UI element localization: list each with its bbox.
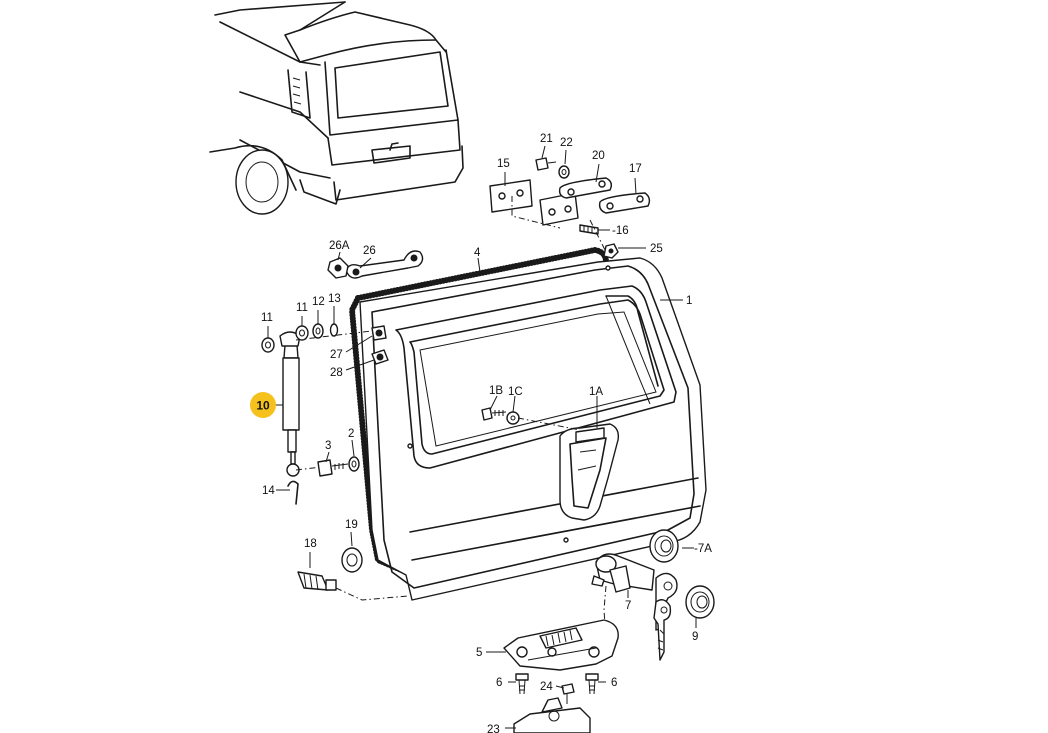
label-6a: 6 [496, 677, 502, 689]
highlight-circle [250, 392, 276, 418]
label-28: 28 [330, 367, 343, 379]
part-labels: 1 1A 1B 1C 2 13 4 5 6 6 7 -7A 9 11 11 12… [261, 133, 712, 733]
label-27: 27 [330, 349, 343, 361]
washer-2 [348, 456, 360, 472]
label-1A: 1A [589, 386, 603, 398]
bolt-washer-1B-1C [481, 407, 581, 431]
label-7: 7 [625, 600, 631, 612]
label-6b: 6 [611, 677, 617, 689]
hinge-assembly [489, 157, 651, 251]
label-21: 21 [540, 133, 553, 145]
tailgate-body [359, 257, 707, 601]
label-22: 22 [560, 137, 573, 149]
trim-ring-7A [649, 529, 679, 563]
bolt-3 [317, 459, 333, 477]
gas-strut-10 [279, 329, 381, 477]
label-18: 18 [304, 538, 317, 550]
vehicle-rear-view [209, 1, 464, 215]
label-13: 13 [328, 293, 341, 305]
highlight-label: 10 [256, 399, 270, 413]
bolt-21 [535, 157, 549, 171]
label-14: 14 [262, 485, 275, 497]
key-2 [653, 599, 672, 661]
label-19: 19 [345, 519, 358, 531]
label-24: 24 [540, 681, 553, 693]
grab-handle-26 [327, 243, 619, 279]
label-20: 20 [592, 150, 605, 162]
handle-latch-1A [559, 423, 620, 521]
highlight-badge[interactable]: 10 [250, 392, 276, 418]
lock-cylinder-7 [591, 553, 678, 661]
label-26A: 26A [329, 240, 350, 252]
label-2: 2 [348, 428, 354, 440]
label-5: 5 [476, 647, 482, 659]
screws-6 [515, 673, 599, 695]
label-17: 17 [629, 163, 642, 175]
label-4: 4 [474, 247, 481, 259]
label-23: 23 [487, 724, 500, 733]
striker-18 [297, 571, 409, 601]
label-16: -16 [612, 225, 629, 237]
nut-11a [261, 337, 275, 353]
clip-13 [329, 323, 339, 337]
grommet-19 [341, 547, 363, 573]
label-11b: 11 [296, 302, 308, 314]
hinge-bracket-20 [539, 192, 579, 226]
label-11a: 11 [261, 312, 273, 324]
label-7A: -7A [694, 543, 712, 555]
hinge-plate-15 [489, 179, 533, 213]
clip-24 [561, 683, 575, 704]
lock-mechanism-5 [503, 619, 619, 671]
trim-ring-9 [685, 585, 715, 619]
label-25: 25 [650, 243, 663, 255]
label-9: 9 [692, 631, 698, 643]
strut-fasteners [261, 323, 360, 505]
label-12: 12 [312, 296, 325, 308]
leader-lines [267, 145, 697, 729]
label-15: 15 [497, 158, 510, 170]
bracket-23 [513, 697, 591, 733]
screw-16 [579, 224, 599, 235]
washer-12 [312, 323, 324, 339]
label-26: 26 [363, 245, 376, 257]
label-1: 1 [686, 295, 692, 307]
label-1C: 1C [508, 386, 523, 398]
label-3-visible: 3 [325, 440, 331, 452]
washer-22 [558, 165, 570, 179]
nut-11b [295, 325, 309, 341]
rubber-buffers [371, 325, 389, 365]
label-1B: 1B [489, 385, 503, 397]
